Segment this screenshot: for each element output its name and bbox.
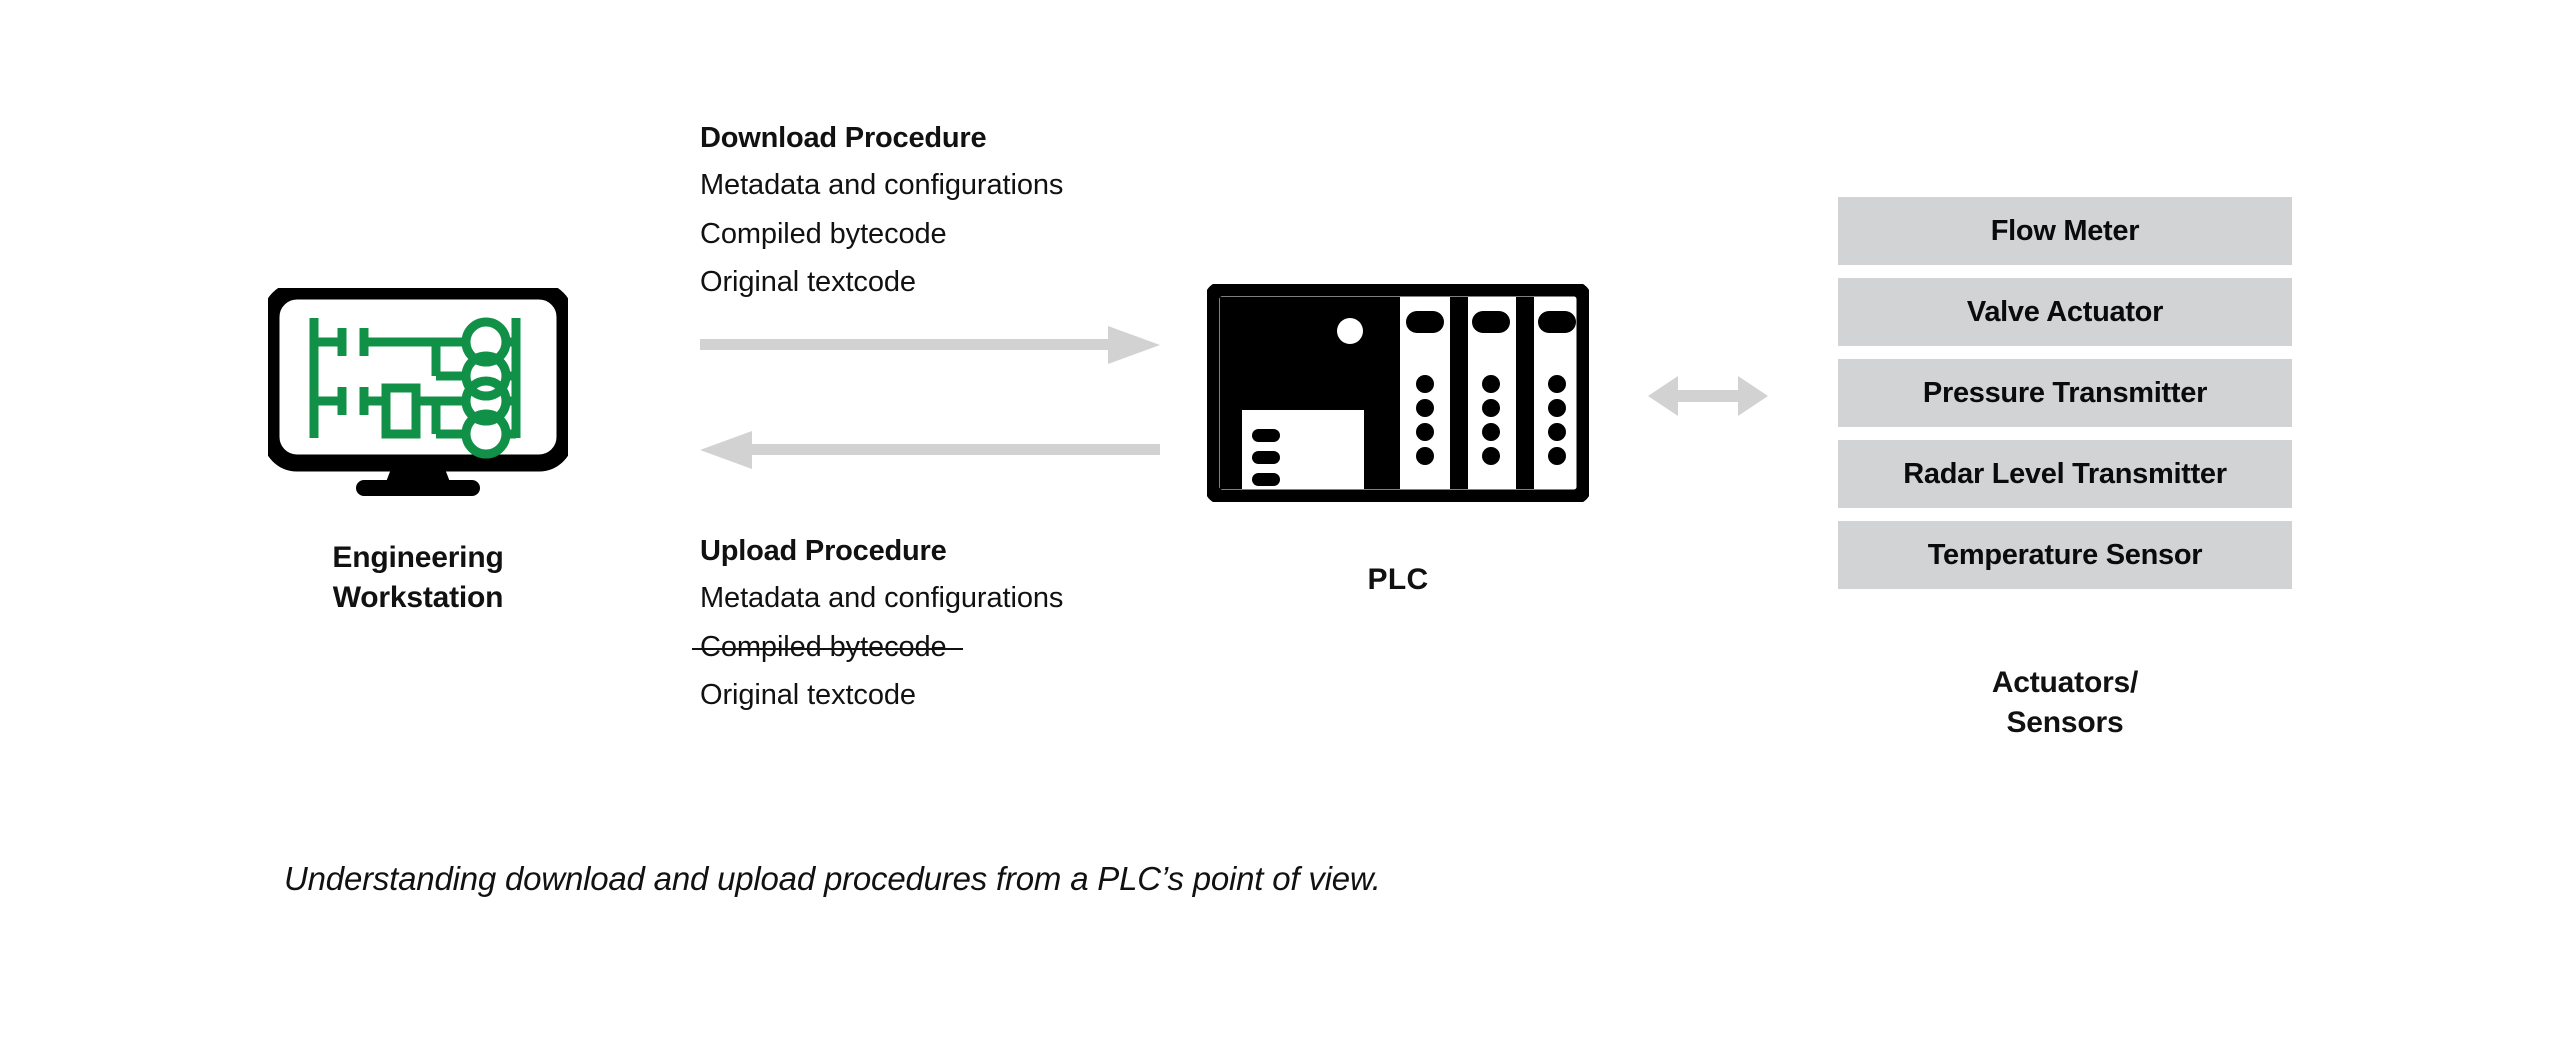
download-item-2: Compiled bytecode [700,217,947,250]
download-procedure-block: Download Procedure Metadata and configur… [700,122,1220,307]
device-label: Pressure Transmitter [1922,376,2208,409]
upload-item-3: Original textcode [700,679,916,712]
device-group-label-line2: Sensors [2006,705,2124,739]
actuators-sensors-group-label: Actuators/ Sensors [1838,663,2292,743]
download-item-1: Metadata and configurations [700,169,1064,201]
engineering-workstation-icon [262,282,574,498]
list-item[interactable]: Temperature Sensor [1838,521,2292,589]
download-item-3: Original textcode [700,266,916,299]
plc-to-devices-double-arrow-icon [1648,372,1768,425]
upload-arrow-left-icon [700,425,1160,480]
list-item[interactable]: Flow Meter [1838,197,2292,265]
engineering-workstation-label: Engineering Workstation [188,538,648,618]
plc-label: PLC [1367,563,1429,596]
download-arrow-right-icon [700,320,1160,375]
list-item[interactable]: Valve Actuator [1838,278,2292,346]
device-label: Valve Actuator [1966,295,2164,328]
upload-item-2-struck: Compiled bytecode [692,623,963,672]
upload-procedure-block: Upload Procedure Metadata and configurat… [692,535,1220,720]
plc-rack-icon [1204,281,1592,505]
workstation-label-line1: Engineering [332,541,504,574]
device-label: Temperature Sensor [1927,538,2203,571]
device-label: Radar Level Transmitter [1903,457,2227,490]
upload-procedure-title: Upload Procedure [700,535,947,567]
figure-caption: Understanding download and upload proced… [284,860,1381,897]
list-item[interactable]: Pressure Transmitter [1838,359,2292,427]
device-group-label-line1: Actuators/ [1991,666,2139,699]
download-procedure-title: Download Procedure [700,122,987,154]
list-item[interactable]: Radar Level Transmitter [1838,440,2292,508]
upload-item-1: Metadata and configurations [700,582,1064,614]
device-label: Flow Meter [1990,214,2140,247]
workstation-label-line2: Workstation [332,580,504,614]
actuators-sensors-list: Flow Meter Valve Actuator Pressure Trans… [1838,197,2292,589]
